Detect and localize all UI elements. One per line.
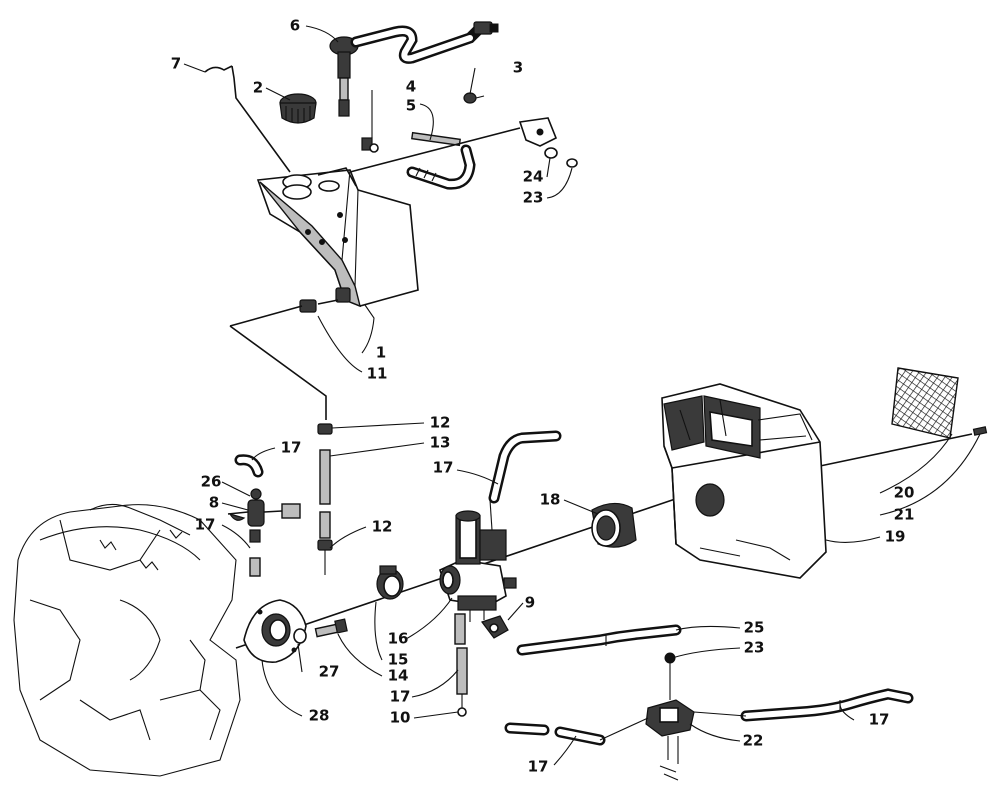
intake-boot bbox=[591, 502, 637, 548]
callout-18: 18 bbox=[539, 490, 561, 509]
callout-3: 3 bbox=[512, 58, 524, 77]
carb-vent-hose bbox=[488, 430, 562, 531]
callout-21: 21 bbox=[893, 505, 915, 524]
drain-hose bbox=[454, 613, 468, 717]
callout-17-lower-left: 17 bbox=[527, 757, 549, 776]
callout-2: 2 bbox=[252, 78, 264, 97]
callout-7: 7 bbox=[170, 54, 182, 73]
intake-flange bbox=[243, 599, 307, 663]
callout-13: 13 bbox=[429, 433, 451, 452]
callout-23-lower: 23 bbox=[743, 638, 765, 657]
callout-11: 11 bbox=[366, 364, 388, 383]
callout-17-lower-right: 17 bbox=[868, 710, 890, 729]
fuel-filter bbox=[227, 454, 301, 577]
callout-4: 4 bbox=[405, 77, 417, 96]
callout-27: 27 bbox=[318, 662, 340, 681]
drain-fitting bbox=[481, 615, 509, 639]
callout-15: 15 bbox=[387, 650, 409, 669]
intake-screen bbox=[891, 367, 988, 439]
bolt bbox=[314, 618, 348, 638]
callout-12-lower: 12 bbox=[371, 517, 393, 536]
fuel-pump bbox=[645, 652, 695, 781]
level-sender bbox=[329, 21, 499, 117]
fuel-line-vertical bbox=[317, 423, 333, 575]
part-7-bracket bbox=[204, 65, 291, 173]
callout-17-filter-top: 17 bbox=[280, 438, 302, 457]
oil-tank bbox=[256, 167, 419, 308]
centerline-screen bbox=[819, 433, 973, 467]
callout-25: 25 bbox=[743, 618, 765, 637]
callout-26: 26 bbox=[200, 472, 222, 491]
callout-20: 20 bbox=[893, 483, 915, 502]
callout-28: 28 bbox=[308, 706, 330, 725]
callout-1: 1 bbox=[375, 343, 387, 362]
callout-8: 8 bbox=[208, 493, 220, 512]
callout-22: 22 bbox=[742, 731, 764, 750]
vent-hose bbox=[361, 131, 476, 190]
callout-16: 16 bbox=[387, 629, 409, 648]
air-silencer bbox=[661, 383, 827, 579]
tank-bracket bbox=[349, 92, 578, 173]
tank-outlet-fitting bbox=[229, 299, 339, 420]
callout-17-carb-vent: 17 bbox=[432, 458, 454, 477]
leader-lines bbox=[183, 25, 981, 766]
hose-clamp bbox=[376, 565, 404, 600]
callout-23-upper: 23 bbox=[522, 188, 544, 207]
engine-outline bbox=[13, 503, 241, 777]
carburetor bbox=[439, 510, 517, 622]
callout-14: 14 bbox=[387, 666, 409, 685]
callout-19: 19 bbox=[884, 527, 906, 546]
pulse-hose-upper bbox=[516, 624, 682, 656]
callout-9: 9 bbox=[524, 593, 536, 612]
callout-5: 5 bbox=[405, 96, 417, 115]
callout-24: 24 bbox=[522, 167, 544, 186]
tank-cap bbox=[279, 93, 317, 124]
washer bbox=[293, 628, 307, 644]
pump-connections bbox=[599, 711, 747, 741]
callout-12-upper: 12 bbox=[429, 413, 451, 432]
callout-17-drain: 17 bbox=[389, 687, 411, 706]
callout-10: 10 bbox=[389, 708, 411, 727]
callout-17-filter-bottom: 17 bbox=[194, 515, 216, 534]
fuel-hose-left bbox=[504, 722, 606, 746]
callout-6: 6 bbox=[289, 16, 301, 35]
